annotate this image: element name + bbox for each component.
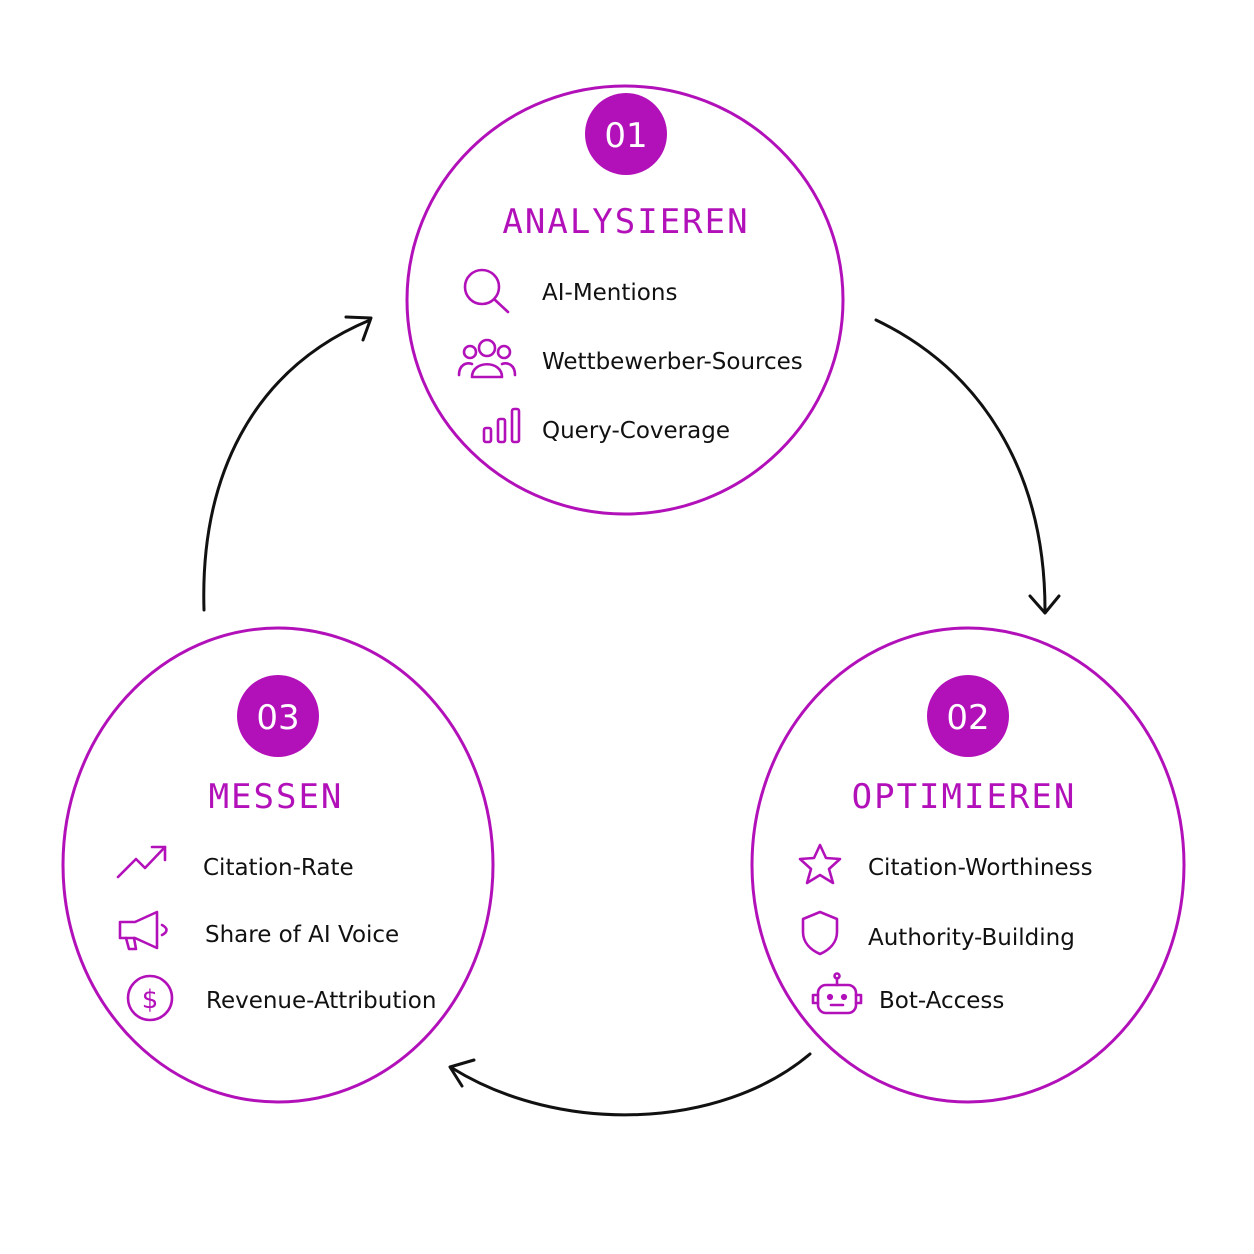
item-label: Query-Coverage	[542, 418, 730, 444]
robot-icon	[811, 972, 863, 1015]
stage-title: OPTIMIEREN	[852, 777, 1077, 817]
stage-title: MESSEN	[209, 777, 344, 817]
stage-messen: 03 MESSEN Citation-Rate Share of AI Voic…	[61, 626, 495, 1104]
stage-circle	[750, 626, 1186, 1104]
bar-chart-icon	[482, 407, 521, 444]
stage-title: ANALYSIEREN	[502, 202, 749, 242]
search-icon	[463, 268, 510, 314]
stage-optimieren: 02 OPTIMIEREN Citation-Worthiness Author…	[750, 626, 1186, 1104]
item-label: Share of AI Voice	[205, 922, 399, 948]
stage-number: 02	[946, 698, 989, 738]
arrow-messen-to-analysieren	[202, 318, 372, 612]
stage-number: 01	[604, 116, 647, 156]
number-badge	[927, 675, 1009, 757]
dollar-circle-icon: $	[126, 974, 174, 1022]
star-icon	[798, 843, 842, 885]
arrow-head	[1028, 594, 1061, 615]
stage-analysieren: 01 ANALYSIEREN AI-Mentions Wettbewerber-…	[405, 84, 845, 516]
item-label: Citation-Worthiness	[868, 855, 1093, 881]
item-label: Revenue-Attribution	[206, 988, 436, 1014]
item-label: Wettbewerber-Sources	[542, 349, 803, 375]
number-badge	[237, 675, 319, 757]
stage-circle	[405, 84, 845, 516]
svg-text:$: $	[142, 985, 159, 1015]
item-label: Authority-Building	[868, 925, 1075, 951]
arrow-head	[344, 315, 373, 342]
number-badge	[585, 93, 667, 175]
item-label: Citation-Rate	[203, 855, 354, 881]
trending-up-icon	[116, 845, 167, 879]
arrow-optimieren-to-messen	[450, 1052, 812, 1117]
stage-circle	[61, 626, 495, 1104]
stage-number: 03	[256, 698, 299, 738]
item-label: Bot-Access	[879, 988, 1004, 1014]
arrow-analysieren-to-optimieren	[874, 318, 1047, 612]
megaphone-icon	[118, 910, 168, 951]
arrow-head	[448, 1058, 476, 1088]
shield-icon	[801, 910, 839, 956]
users-icon	[457, 338, 517, 379]
item-label: AI-Mentions	[542, 280, 677, 306]
